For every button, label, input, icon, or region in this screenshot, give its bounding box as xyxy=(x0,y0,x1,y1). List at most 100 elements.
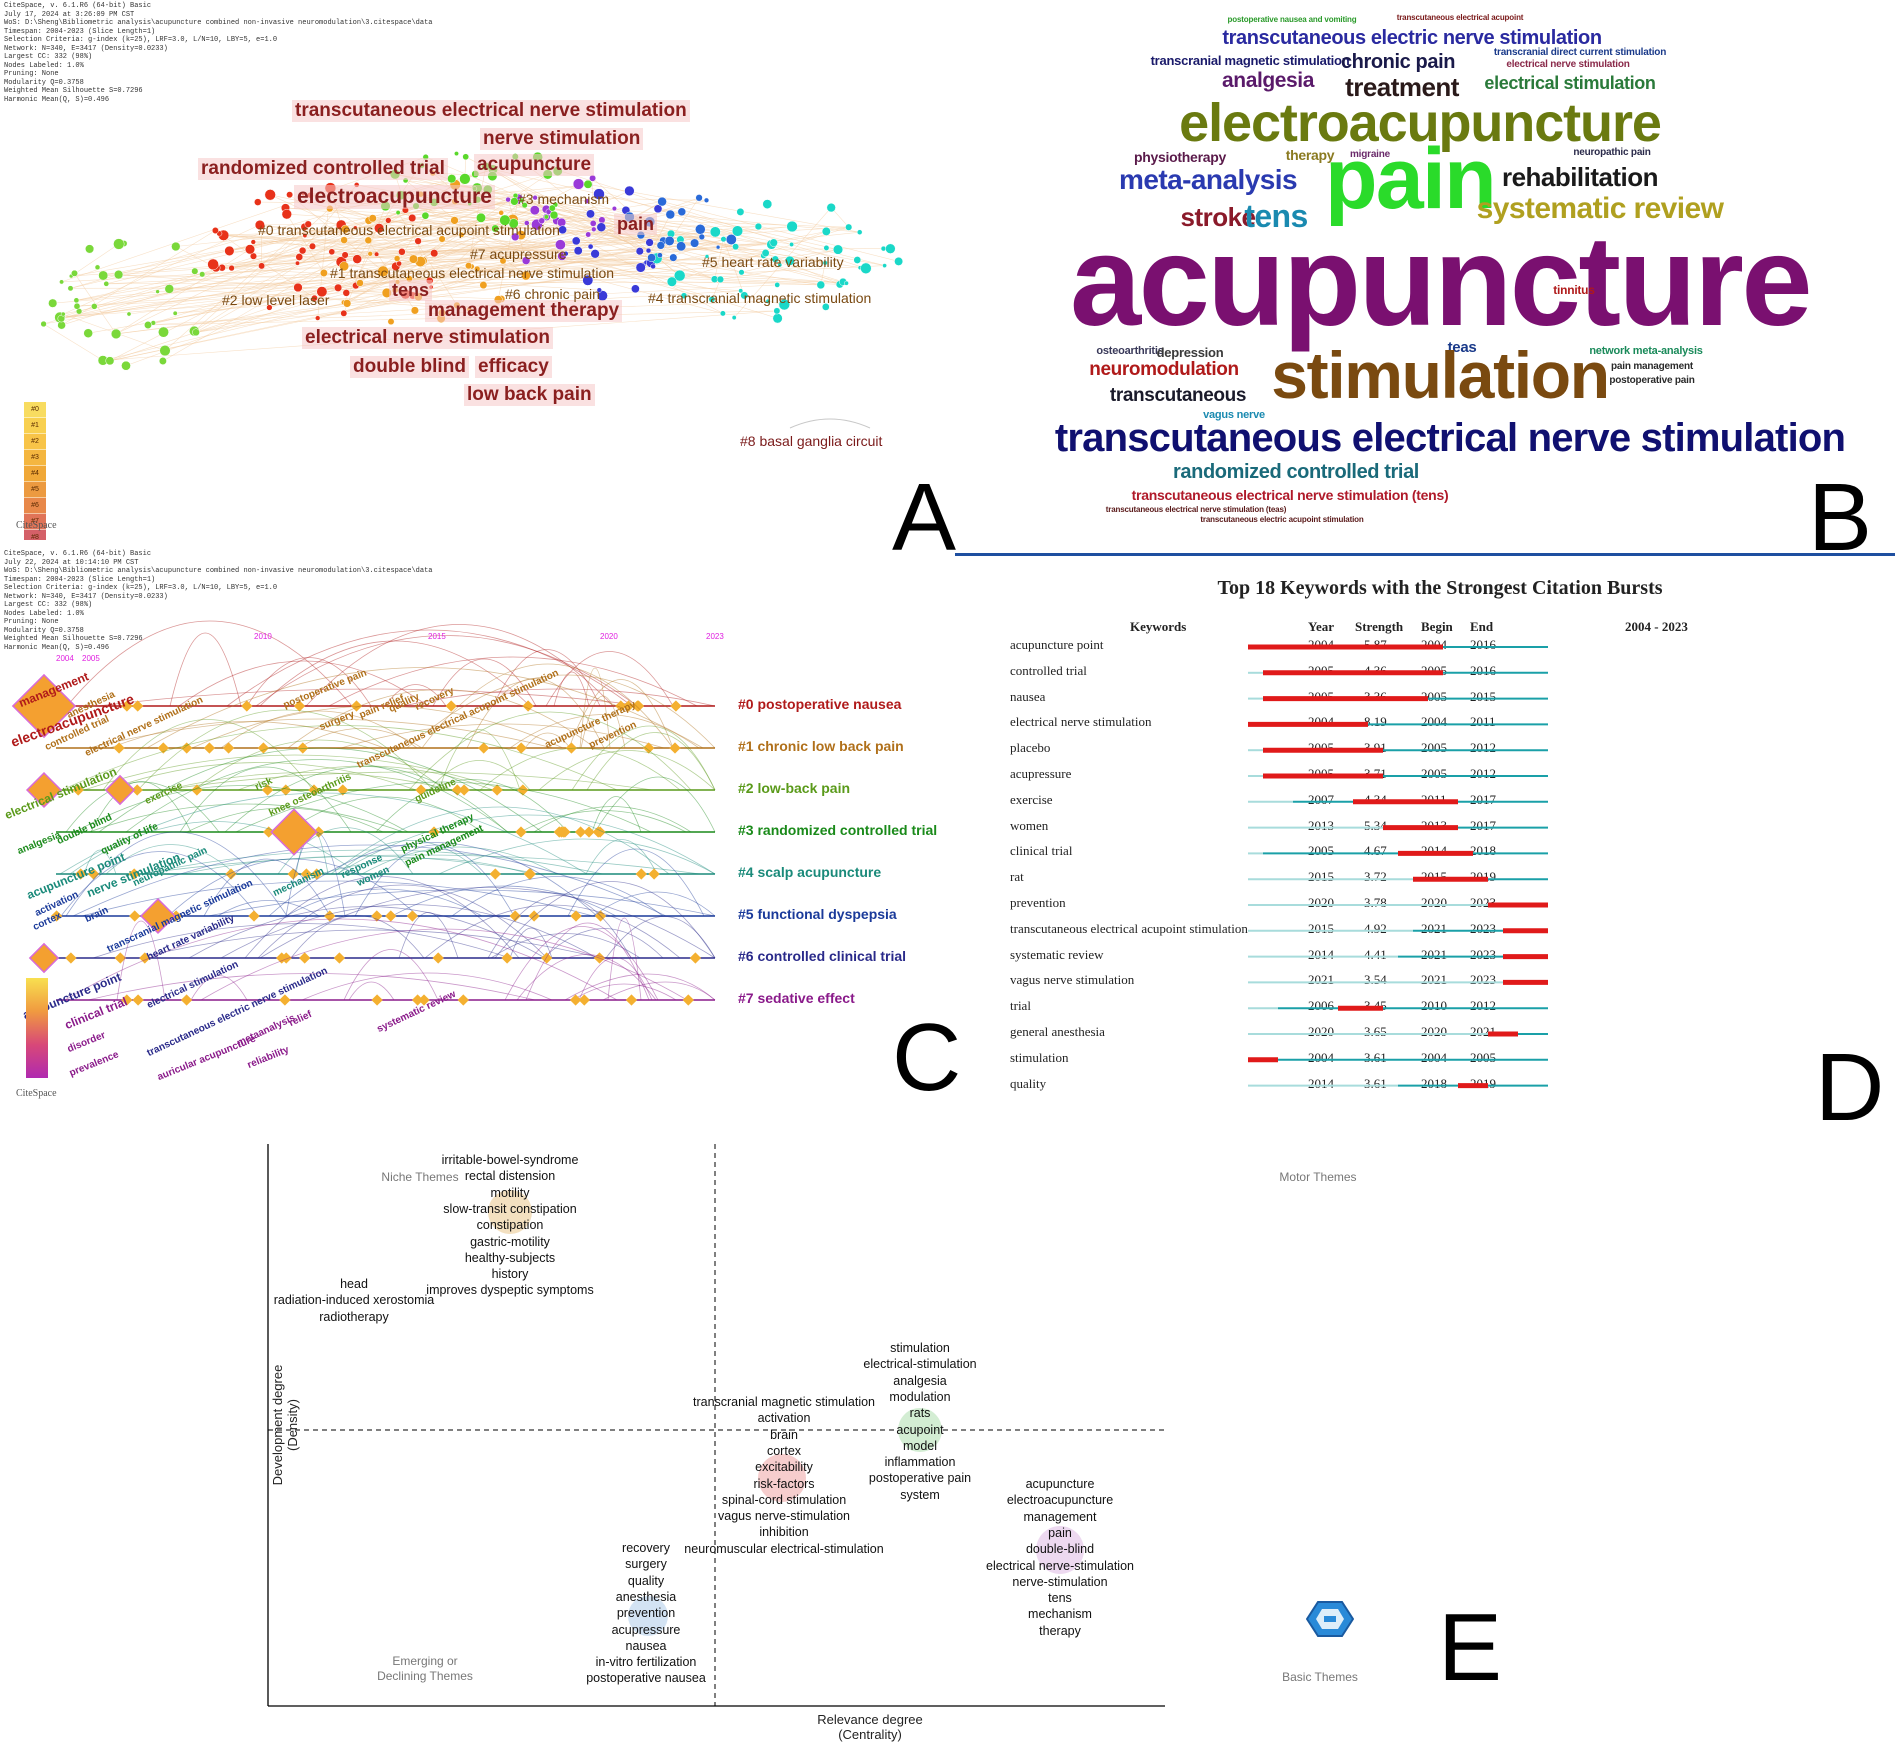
timeline-node xyxy=(225,868,237,880)
cloud-word: pain xyxy=(1325,131,1497,227)
cloud-word: transcutaneous electrical nerve stimulat… xyxy=(1105,505,1287,514)
cloud-word: transcranial direct current stimulation xyxy=(1493,47,1667,58)
timeline-node xyxy=(578,994,590,1006)
network-node xyxy=(340,309,348,317)
network-node xyxy=(708,296,716,303)
network-node xyxy=(258,262,266,270)
network-node xyxy=(665,209,676,220)
network-edge xyxy=(791,231,827,245)
cloud-word: transcutaneous electric nerve stimulatio… xyxy=(1222,27,1602,49)
cluster-label: #3 mechanism xyxy=(518,191,610,207)
theme-keyword: motility xyxy=(490,1185,530,1200)
timeline-arc xyxy=(226,629,633,707)
network-node xyxy=(144,321,152,329)
timeline-node xyxy=(411,994,424,1006)
cloud-word: neuropathic pain xyxy=(1573,147,1651,158)
network-node xyxy=(843,280,849,286)
network-node xyxy=(593,188,605,200)
network-edge xyxy=(289,194,413,296)
burst-end: 2023 xyxy=(1470,972,1496,988)
network-edge xyxy=(346,222,527,294)
timeline-arc xyxy=(74,785,409,833)
burst-keyword: general anesthesia xyxy=(1010,1024,1105,1039)
network-node xyxy=(563,251,569,257)
cloud-word: therapy xyxy=(1285,147,1335,163)
network-edge xyxy=(59,244,561,318)
x-axis-label: Relevance degree (Centrality) xyxy=(817,1712,923,1742)
network-node xyxy=(172,310,178,316)
network-node xyxy=(778,298,790,311)
timeline-node xyxy=(128,868,140,880)
timeline-arc xyxy=(568,679,674,749)
network-node xyxy=(465,262,473,270)
network-node xyxy=(339,261,350,272)
cloud-word: stimulation xyxy=(1271,338,1610,412)
network-node xyxy=(414,237,422,245)
network-edge xyxy=(297,261,342,288)
network-node xyxy=(308,242,317,250)
quadrant-label-motor: Motor Themes xyxy=(1279,1170,1357,1184)
timeline-node xyxy=(415,784,427,796)
network-edge xyxy=(415,205,588,281)
timeline-arc xyxy=(384,684,447,707)
network-keyword: randomized controlled trial xyxy=(198,158,448,180)
meta-line: Network: N=340, E=3417 (Density=0.0233) xyxy=(4,44,168,53)
timeline-arc xyxy=(348,981,395,1001)
network-node xyxy=(664,235,675,246)
timeline-arc xyxy=(492,649,601,707)
timeline-node xyxy=(181,742,193,754)
timeline-arc xyxy=(285,888,483,917)
meta-line: WoS: D:\Sheng\Bibliometric analysis\acup… xyxy=(4,19,433,27)
network-node xyxy=(703,197,710,203)
theme-keyword: pain xyxy=(1048,1525,1072,1540)
network-node xyxy=(286,191,294,199)
network-edge xyxy=(329,208,422,261)
timeline-node xyxy=(625,994,638,1006)
timeline-node xyxy=(241,700,253,712)
legend-cell: #8 xyxy=(24,530,46,540)
cloud-word: chronic pain xyxy=(1340,51,1456,73)
timeline-arc xyxy=(592,891,716,917)
quadrant-label-emerging: Emerging or Declining Themes xyxy=(377,1654,473,1683)
network-node xyxy=(572,178,585,190)
timeline-arc xyxy=(191,705,564,749)
timeline-arc xyxy=(220,904,598,959)
network-node xyxy=(772,313,783,324)
network-node xyxy=(695,224,706,235)
network-node xyxy=(228,264,235,272)
network-node xyxy=(159,345,171,357)
timeline-cluster-label: #4 scalp acupuncture xyxy=(738,864,882,880)
cloud-word: randomized controlled trial xyxy=(1173,461,1419,483)
timeline-node xyxy=(293,700,306,712)
timeline-node xyxy=(515,826,527,838)
panel-d-citation-bursts: Top 18 Keywords with the Strongest Citat… xyxy=(980,565,1900,1110)
burst-year: 2014 xyxy=(1308,946,1334,962)
timeline-arc xyxy=(179,766,352,833)
timeline-graph-c xyxy=(11,620,716,1006)
network-edge xyxy=(415,205,778,319)
timeline-arc xyxy=(138,854,701,875)
timeline-arc xyxy=(257,884,548,959)
network-node xyxy=(720,236,727,243)
network-node xyxy=(110,328,122,340)
network-node xyxy=(738,269,745,276)
timeline-node xyxy=(170,910,182,922)
timeline-arc xyxy=(88,718,554,749)
timeline-arc xyxy=(259,640,531,707)
network-node xyxy=(364,236,373,245)
hexagon-logo-icon xyxy=(1305,1601,1355,1637)
network-node xyxy=(113,238,125,250)
timeline-arc xyxy=(97,688,647,707)
timeline-arc xyxy=(607,917,642,1001)
cloud-word: depression xyxy=(1156,345,1224,360)
meta-line: CiteSpace, v. 6.1.R6 (64-bit) Basic xyxy=(4,2,152,10)
network-node xyxy=(368,214,377,223)
network-edge xyxy=(501,284,778,300)
meta-line: CiteSpace, v. 6.1.R6 (64-bit) Basic xyxy=(4,550,152,558)
network-node xyxy=(98,270,109,281)
timeline-node xyxy=(458,784,470,796)
network-edge xyxy=(401,208,547,253)
network-edge xyxy=(555,204,885,266)
network-node xyxy=(315,315,321,321)
network-node xyxy=(657,252,663,259)
